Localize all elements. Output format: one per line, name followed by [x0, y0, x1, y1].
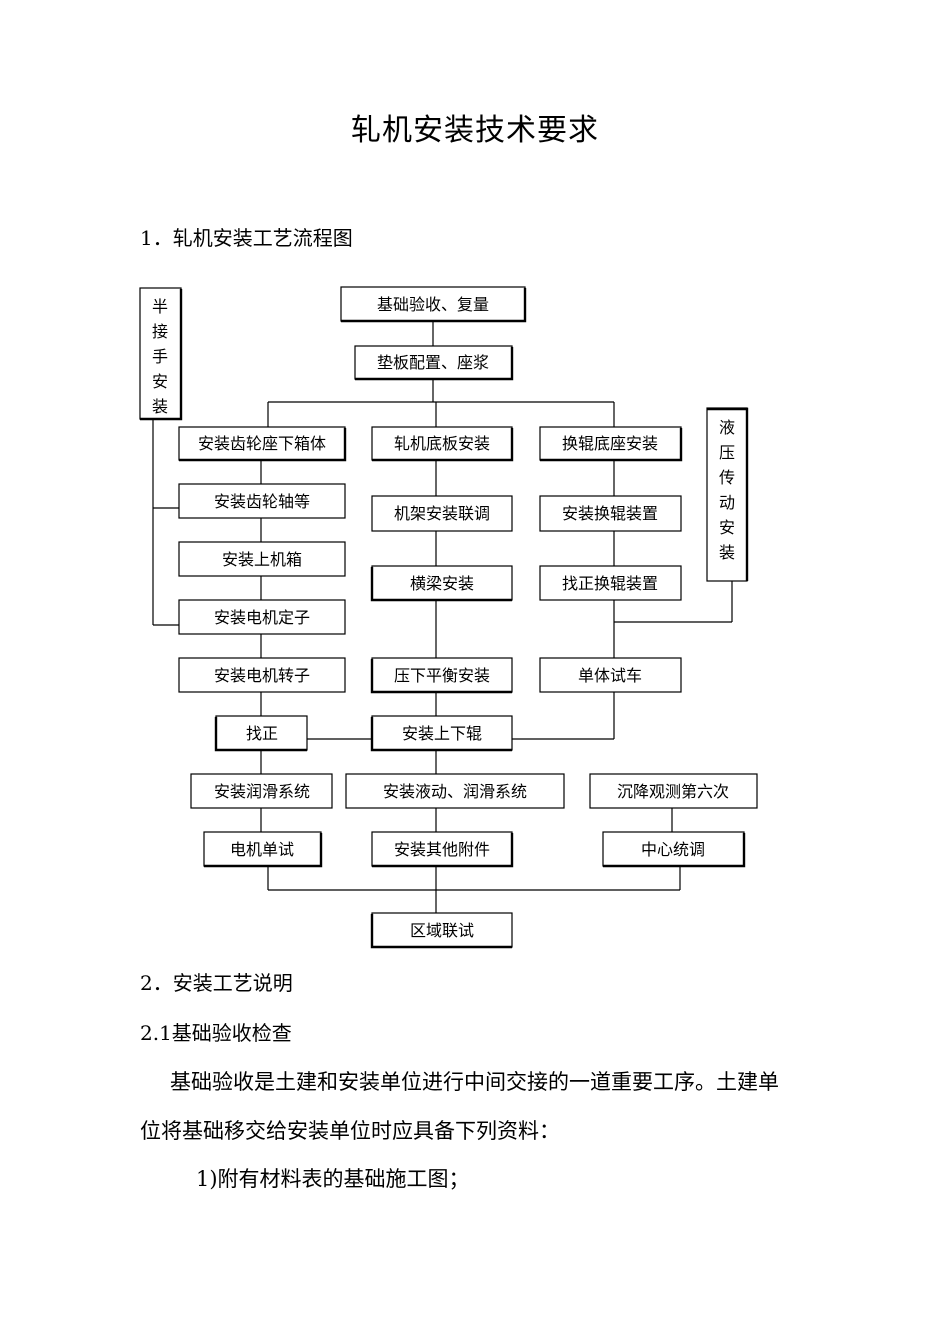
vertical-char: 安 [719, 518, 735, 537]
flow-label: 区域联试 [410, 921, 474, 940]
flow-box-half-coupling: 半 接 手 安 装 [139, 287, 183, 421]
flow-label: 安装换辊装置 [562, 504, 658, 523]
flow-label: 安装其他附件 [394, 840, 490, 859]
flow-label: 电机单试 [230, 840, 294, 859]
flow-box-rolls: 安装上下辊 [370, 715, 513, 752]
flow-box-hyd-lube: 安装液动、润滑系统 [345, 773, 565, 809]
flow-box-unit-test: 单体试车 [539, 657, 682, 693]
vertical-char: 半 [152, 297, 168, 316]
flow-label: 安装电机定子 [214, 608, 310, 627]
vertical-char: 传 [719, 468, 735, 487]
flow-box-align: 找正 [214, 715, 308, 752]
flow-box-frame-adjust: 机架安装联调 [371, 495, 513, 532]
flow-box-align-change: 找正换辊装置 [539, 565, 682, 601]
vertical-char: 装 [152, 397, 168, 416]
flow-label: 安装上机箱 [222, 550, 302, 569]
flow-box-upper-box: 安装上机箱 [178, 541, 346, 577]
flow-label: 找正 [246, 724, 278, 743]
flow-box-crossbeam: 横梁安装 [370, 565, 513, 602]
flow-box-change-base: 换辊底座安装 [539, 426, 683, 462]
paragraph-line: 基础验收是土建和安装单位进行中间交接的一道重要工序。土建单 [170, 1070, 779, 1094]
paragraph-line: 位将基础移交给安装单位时应具备下列资料： [140, 1119, 560, 1143]
flow-label: 单体试车 [578, 666, 642, 685]
vertical-char: 动 [719, 493, 735, 512]
flow-label: 沉降观测第六次 [617, 782, 729, 801]
flow-label: 换辊底座安装 [562, 434, 658, 453]
flow-label: 安装液动、润滑系统 [383, 782, 527, 801]
flow-connectors [152, 321, 733, 913]
vertical-char: 手 [152, 347, 168, 366]
flow-label: 安装齿轮轴等 [214, 492, 310, 511]
flow-box-hydraulic: 液 压 传 动 安 装 [706, 407, 749, 582]
flow-box-settle-obs: 沉降观测第六次 [589, 773, 758, 809]
vertical-char: 接 [152, 322, 168, 341]
flow-box-gear-shaft: 安装齿轮轴等 [178, 483, 346, 519]
flow-box-gear-lower-box: 安装齿轮座下箱体 [178, 426, 347, 462]
flow-label: 横梁安装 [410, 574, 474, 593]
process-flowchart: .bx { fill: #fff; stroke: #000; stroke-w… [139, 286, 758, 949]
flow-label: 中心统调 [641, 840, 705, 859]
flow-label: 垫板配置、座浆 [377, 353, 489, 372]
section-heading-process: 2．安装工艺说明 [140, 971, 293, 995]
flow-label: 安装电机转子 [214, 666, 310, 685]
list-item: 1)附有材料表的基础施工图； [196, 1167, 470, 1191]
flow-label: 找正换辊装置 [562, 574, 658, 593]
flow-box-motor-stator: 安装电机定子 [178, 599, 346, 635]
flow-box-area-test: 区域联试 [370, 912, 513, 949]
subsection-heading-foundation: 2.1基础验收检查 [140, 1021, 292, 1045]
vertical-char: 液 [719, 418, 735, 437]
flow-label: 轧机底板安装 [394, 434, 490, 453]
flow-label: 安装上下辊 [402, 724, 482, 743]
flow-box-motor-test: 电机单试 [203, 831, 323, 868]
flow-box-change-device: 安装换辊装置 [539, 495, 682, 532]
vertical-char: 压 [719, 443, 735, 462]
flow-label: 安装润滑系统 [214, 782, 310, 801]
flow-box-motor-rotor: 安装电机转子 [178, 657, 346, 693]
flow-box-other-parts: 安装其他附件 [371, 831, 514, 868]
flow-box-base-check: 基础验收、复量 [340, 286, 527, 323]
flow-box-center-adjust: 中心统调 [602, 831, 746, 868]
section-heading-flowchart: 1．轧机安装工艺流程图 [140, 226, 353, 250]
vertical-char: 安 [152, 372, 168, 391]
flow-label: 压下平衡安装 [394, 666, 490, 685]
vertical-char: 装 [719, 543, 735, 562]
flow-label: 基础验收、复量 [377, 295, 489, 314]
flow-box-mill-base-plate: 轧机底板安装 [371, 426, 514, 462]
flow-label: 安装齿轮座下箱体 [198, 434, 326, 453]
flow-box-lube-system: 安装润滑系统 [190, 773, 333, 809]
flow-box-shim-grout: 垫板配置、座浆 [354, 345, 514, 381]
page-title: 轧机安装技术要求 [351, 113, 599, 148]
flow-label: 机架安装联调 [394, 504, 490, 523]
flow-box-press-balance: 压下平衡安装 [370, 657, 513, 694]
